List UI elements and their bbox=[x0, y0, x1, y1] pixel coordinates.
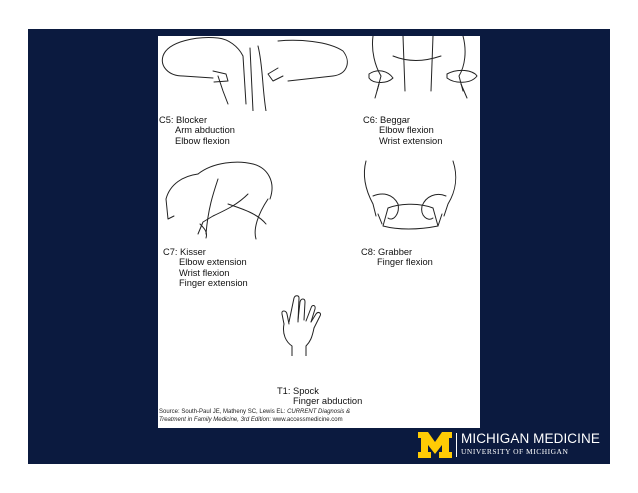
t1-caption: T1: Spock Finger abduction bbox=[277, 386, 362, 407]
c7-action-1: Elbow extension bbox=[179, 257, 247, 268]
c8-caption: C8: Grabber Finger flexion bbox=[361, 247, 433, 268]
c7-caption: C7: Kisser Elbow extension Wrist flexion… bbox=[163, 247, 248, 289]
source-citation: Source: South-Paul JE, Matheny SC, Lewis… bbox=[159, 408, 350, 424]
c5-blocker-illustration bbox=[161, 37, 348, 111]
logo-subtitle: UNIVERSITY OF MICHIGAN bbox=[461, 447, 569, 456]
source-line2-italic: Treatment in Family Medicine, 3rd Editio… bbox=[159, 417, 270, 423]
c5-caption: C5: Blocker Arm abduction Elbow flexion bbox=[159, 115, 235, 146]
logo-divider bbox=[456, 433, 457, 457]
c7-action-2: Wrist flexion bbox=[179, 267, 230, 278]
c6-title: C6: Beggar bbox=[363, 115, 411, 125]
c5-action-1: Arm abduction bbox=[175, 125, 235, 136]
logo-name: MICHIGAN MEDICINE bbox=[461, 431, 600, 446]
myotome-figure: C5: Blocker Arm abduction Elbow flexion … bbox=[158, 36, 480, 428]
c8-title: C8: Grabber bbox=[361, 247, 413, 257]
michigan-medicine-logo: MICHIGAN MEDICINE UNIVERSITY OF MICHIGAN bbox=[418, 430, 608, 460]
t1-action-1: Finger abduction bbox=[293, 396, 363, 407]
block-m-icon bbox=[418, 432, 452, 458]
source-line1-italic: CURRENT Diagnosis & bbox=[287, 409, 351, 415]
c7-action-3: Finger extension bbox=[179, 278, 248, 289]
c6-action-1: Elbow flexion bbox=[379, 125, 434, 136]
c8-grabber-illustration bbox=[363, 160, 457, 230]
c7-title: C7: Kisser bbox=[163, 247, 206, 257]
c6-caption: C6: Beggar Elbow flexion Wrist extension bbox=[363, 115, 442, 146]
c5-title: C5: Blocker bbox=[159, 115, 208, 125]
c6-beggar-illustration bbox=[368, 36, 478, 99]
source-line2-suffix: : www.accessmedicine.com bbox=[269, 417, 343, 423]
c7-kisser-illustration bbox=[165, 161, 273, 240]
t1-title: T1: Spock bbox=[277, 386, 319, 396]
t1-spock-illustration bbox=[281, 295, 321, 356]
c6-action-2: Wrist extension bbox=[379, 135, 443, 146]
c8-action-1: Finger flexion bbox=[377, 257, 433, 268]
c5-action-2: Elbow flexion bbox=[175, 135, 230, 146]
source-line1-prefix: Source: South-Paul JE, Matheny SC, Lewis… bbox=[159, 409, 288, 415]
